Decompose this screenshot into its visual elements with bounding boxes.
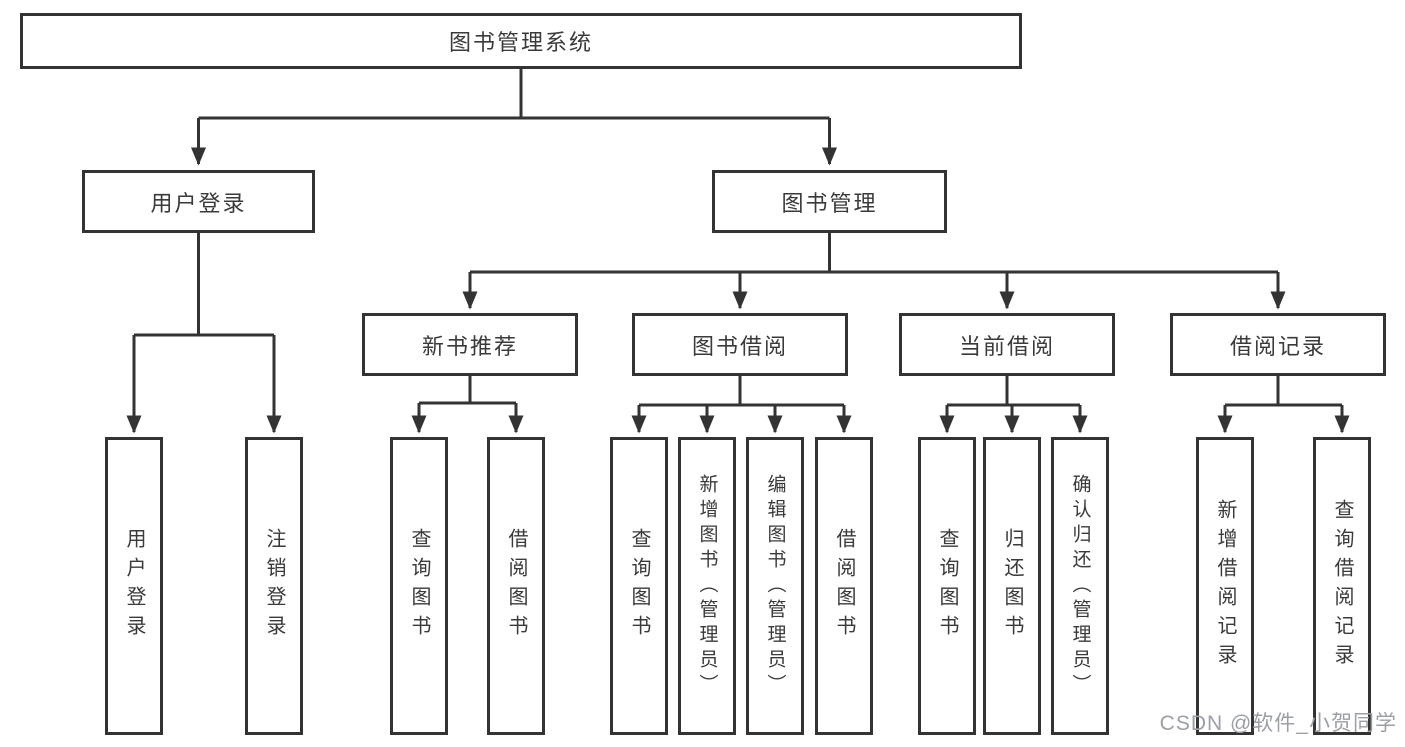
leaf-logout: 注销登录 xyxy=(245,437,303,735)
leaf-current-return-book: 归还图书 xyxy=(983,437,1041,735)
leaf-borrow-borrow-book: 借阅图书 xyxy=(815,437,873,735)
leaf-label: 查询借阅记录 xyxy=(1331,499,1353,673)
node-borrow-records: 借阅记录 xyxy=(1170,313,1386,376)
node-book-borrow: 图书借阅 xyxy=(632,313,848,376)
leaf-label: 归还图书 xyxy=(1001,528,1023,644)
node-root-library-management-system: 图书管理系统 xyxy=(20,13,1022,69)
leaf-label: 查询图书 xyxy=(936,528,958,644)
leaf-records-add-borrow-record: 新增借阅记录 xyxy=(1196,437,1254,735)
leaf-borrow-edit-book-admin: 编辑图书（管理员） xyxy=(746,437,804,735)
node-current-borrow: 当前借阅 xyxy=(899,313,1115,376)
node-book-management-branch: 图书管理 xyxy=(712,170,947,233)
leaf-records-query-borrow-record: 查询借阅记录 xyxy=(1313,437,1371,735)
leaf-label: 确认归还（管理员） xyxy=(1069,473,1091,699)
leaf-label: 查询图书 xyxy=(628,528,650,644)
leaf-borrow-query-book: 查询图书 xyxy=(610,437,668,735)
leaf-user-login: 用户登录 xyxy=(105,437,163,735)
leaf-newbook-query-book: 查询图书 xyxy=(390,437,448,735)
leaf-label: 查询图书 xyxy=(408,528,430,644)
leaf-label: 新增图书（管理员） xyxy=(696,473,718,699)
leaf-label: 编辑图书（管理员） xyxy=(764,473,786,699)
leaf-current-query-book: 查询图书 xyxy=(918,437,976,735)
node-new-book-recommend: 新书推荐 xyxy=(362,313,578,376)
leaf-current-confirm-return-admin: 确认归还（管理员） xyxy=(1051,437,1109,735)
leaf-borrow-add-book-admin: 新增图书（管理员） xyxy=(678,437,736,735)
leaf-label: 新增借阅记录 xyxy=(1214,499,1236,673)
leaf-label: 借阅图书 xyxy=(505,528,527,644)
leaf-label: 用户登录 xyxy=(123,528,145,644)
leaf-label: 借阅图书 xyxy=(833,528,855,644)
csdn-watermark: CSDN @软件_小贺同学 xyxy=(1159,712,1397,735)
leaf-label: 注销登录 xyxy=(263,528,285,644)
leaf-newbook-borrow-book: 借阅图书 xyxy=(487,437,545,735)
node-user-login-branch: 用户登录 xyxy=(82,170,315,233)
